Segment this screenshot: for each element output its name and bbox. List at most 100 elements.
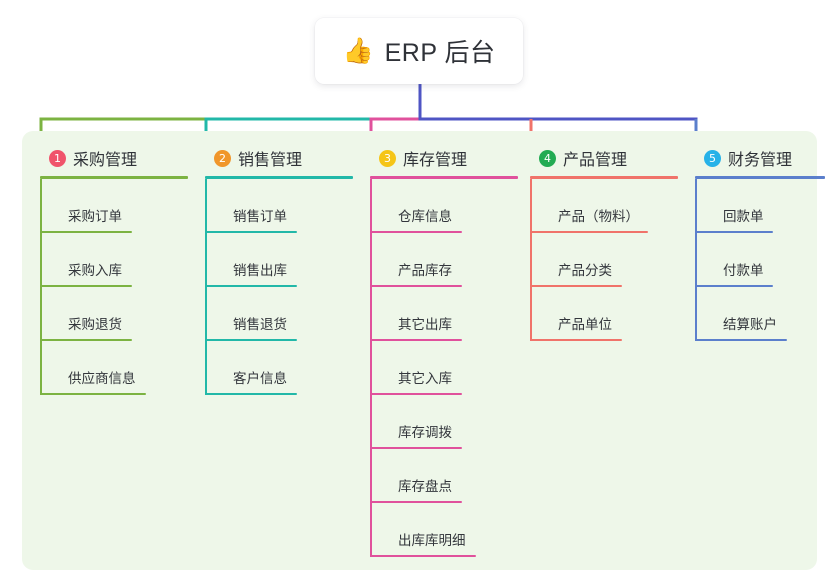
leaf-item-label: 仓库信息 [398, 209, 452, 224]
leaf-item[interactable]: 其它出库 [370, 287, 518, 341]
branch-title-label: 销售管理 [238, 152, 303, 169]
thumbs-up-icon: 👍 [342, 36, 374, 65]
leaf-item-underline [370, 501, 462, 503]
branch-number-badge: 3 [379, 149, 396, 167]
branch-spine [40, 179, 42, 395]
root-node[interactable]: 👍 ERP 后台 [315, 18, 523, 84]
leaf-item[interactable]: 采购订单 [40, 179, 188, 233]
leaf-item-label: 其它入库 [398, 371, 452, 386]
leaf-item-label: 其它出库 [398, 317, 452, 332]
leaf-item-label: 采购入库 [68, 263, 122, 278]
leaf-item-label: 采购退货 [68, 317, 122, 332]
leaf-item-underline [370, 555, 476, 557]
leaf-item[interactable]: 采购退货 [40, 287, 188, 341]
leaf-item-label: 客户信息 [233, 371, 287, 386]
branch-column-1: 1 采购管理采购订单采购入库采购退货供应商信息 [40, 146, 188, 395]
leaf-item[interactable]: 产品分类 [530, 233, 678, 287]
branch-column-5: 5 财务管理回款单付款单结算账户 [695, 146, 825, 341]
branch-children: 产品（物料） 产品分类产品单位 [530, 179, 678, 341]
branch-header-1[interactable]: 1 采购管理 [40, 146, 188, 170]
branch-children: 回款单付款单结算账户 [695, 179, 825, 341]
leaf-item[interactable]: 产品库存 [370, 233, 518, 287]
branch-header-4[interactable]: 4 产品管理 [530, 146, 678, 170]
leaf-item-label: 产品单位 [558, 317, 612, 332]
leaf-item[interactable]: 产品（物料） [530, 179, 678, 233]
branch-header-underline [370, 176, 518, 179]
branch-spine [205, 179, 207, 395]
leaf-item-underline [530, 339, 622, 341]
branch-number-badge: 5 [704, 149, 721, 167]
branch-children: 采购订单采购入库采购退货供应商信息 [40, 179, 188, 395]
branch-number-badge: 4 [539, 149, 556, 167]
leaf-item[interactable]: 供应商信息 [40, 341, 188, 395]
leaf-item-underline [370, 447, 462, 449]
leaf-item-underline [205, 339, 297, 341]
root-node-label: ERP 后台 [384, 39, 496, 67]
branch-column-3: 3 库存管理仓库信息产品库存其它出库其它入库库存调拨库存盘点出库库明细 [370, 146, 518, 557]
leaf-item[interactable]: 结算账户 [695, 287, 825, 341]
leaf-item-underline [530, 285, 622, 287]
leaf-item-underline [695, 285, 773, 287]
leaf-item-underline [370, 231, 462, 233]
branch-number-badge: 1 [49, 149, 66, 167]
branch-title-label: 库存管理 [403, 152, 468, 169]
branch-number-badge: 2 [214, 149, 231, 167]
leaf-item[interactable]: 采购入库 [40, 233, 188, 287]
branches-panel [22, 131, 817, 570]
leaf-item-underline [205, 231, 297, 233]
leaf-item-underline [205, 393, 297, 395]
branch-header-underline [695, 176, 825, 179]
branch-column-2: 2 销售管理销售订单销售出库销售退货客户信息 [205, 146, 353, 395]
leaf-item-underline [370, 339, 462, 341]
leaf-item-label: 库存盘点 [398, 479, 452, 494]
leaf-item-label: 产品（物料） [558, 209, 639, 224]
leaf-item-label: 回款单 [723, 209, 764, 224]
leaf-item-label: 供应商信息 [68, 371, 136, 386]
branch-header-underline [40, 176, 188, 179]
branch-title-label: 采购管理 [73, 152, 138, 169]
leaf-item-underline [40, 231, 132, 233]
leaf-item-underline [205, 285, 297, 287]
leaf-item[interactable]: 出库库明细 [370, 503, 518, 557]
leaf-item-underline [40, 285, 132, 287]
leaf-item-label: 销售退货 [233, 317, 287, 332]
leaf-item-label: 产品分类 [558, 263, 612, 278]
leaf-item-label: 产品库存 [398, 263, 452, 278]
leaf-item[interactable]: 库存盘点 [370, 449, 518, 503]
leaf-item[interactable]: 产品单位 [530, 287, 678, 341]
branch-column-4: 4 产品管理产品（物料） 产品分类产品单位 [530, 146, 678, 341]
leaf-item[interactable]: 销售订单 [205, 179, 353, 233]
leaf-item[interactable]: 付款单 [695, 233, 825, 287]
leaf-item-underline [530, 231, 648, 233]
leaf-item-underline [695, 231, 773, 233]
branch-title-label: 财务管理 [728, 152, 793, 169]
leaf-item[interactable]: 其它入库 [370, 341, 518, 395]
leaf-item[interactable]: 库存调拨 [370, 395, 518, 449]
branch-title-label: 产品管理 [563, 152, 628, 169]
leaf-item-label: 库存调拨 [398, 425, 452, 440]
branch-children: 仓库信息产品库存其它出库其它入库库存调拨库存盘点出库库明细 [370, 179, 518, 557]
leaf-item-label: 采购订单 [68, 209, 122, 224]
leaf-item[interactable]: 客户信息 [205, 341, 353, 395]
branch-spine [695, 179, 697, 341]
leaf-item[interactable]: 销售退货 [205, 287, 353, 341]
branch-children: 销售订单销售出库销售退货客户信息 [205, 179, 353, 395]
leaf-item-underline [40, 339, 132, 341]
branch-spine [370, 179, 372, 557]
branch-spine [530, 179, 532, 341]
branch-header-underline [205, 176, 353, 179]
branch-header-2[interactable]: 2 销售管理 [205, 146, 353, 170]
leaf-item[interactable]: 销售出库 [205, 233, 353, 287]
branch-header-3[interactable]: 3 库存管理 [370, 146, 518, 170]
leaf-item-label: 出库库明细 [398, 533, 466, 548]
leaf-item-label: 结算账户 [723, 317, 777, 332]
leaf-item[interactable]: 回款单 [695, 179, 825, 233]
leaf-item[interactable]: 仓库信息 [370, 179, 518, 233]
leaf-item-label: 销售出库 [233, 263, 287, 278]
leaf-item-label: 付款单 [723, 263, 764, 278]
leaf-item-underline [40, 393, 146, 395]
leaf-item-underline [370, 285, 462, 287]
branch-header-5[interactable]: 5 财务管理 [695, 146, 825, 170]
leaf-item-underline [370, 393, 462, 395]
